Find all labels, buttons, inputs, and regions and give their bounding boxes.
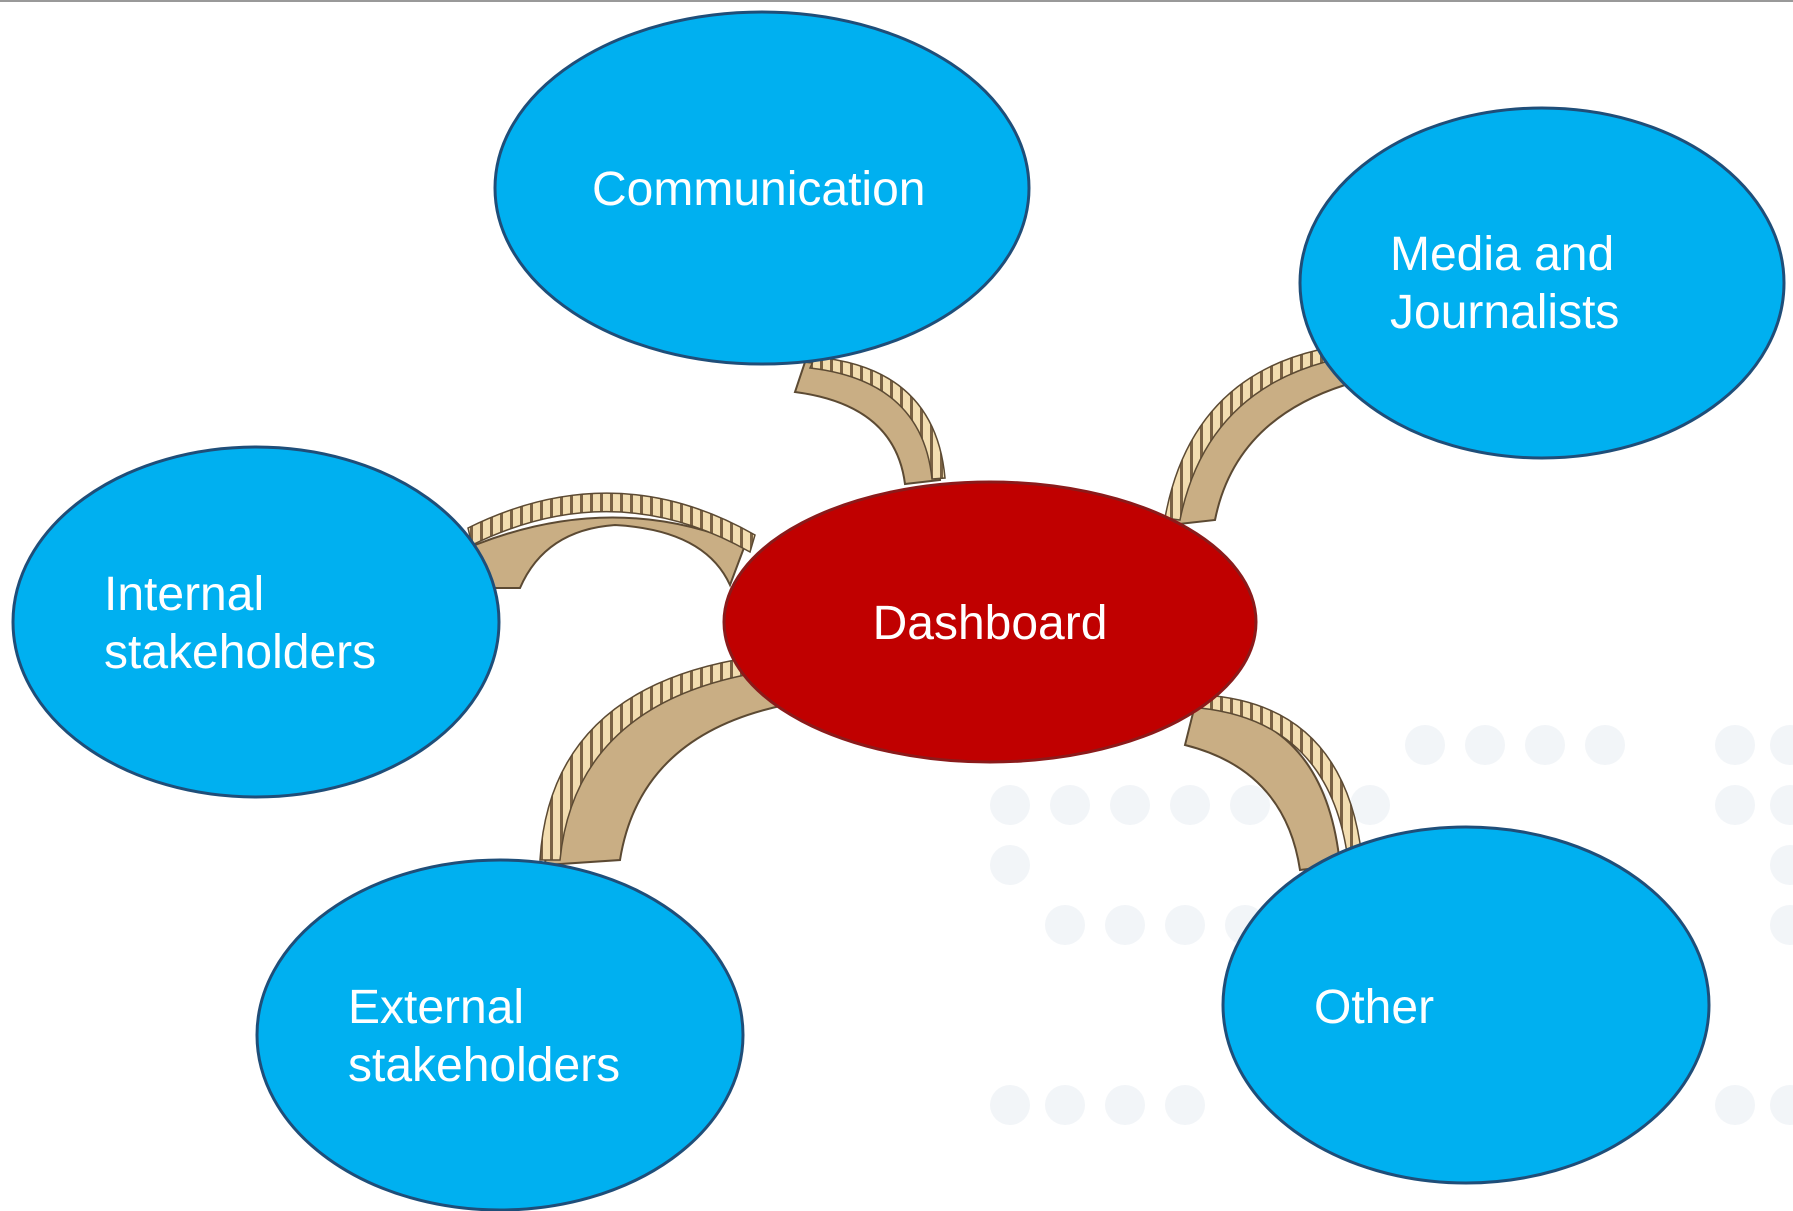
background-dot [1230,785,1270,825]
background-dot [1465,725,1505,765]
background-dot [1045,1085,1085,1125]
background-dot [1770,905,1793,945]
node-media-label-line-2: Journalists [1390,286,1619,339]
background-dot [1350,785,1390,825]
background-dot [990,845,1030,885]
node-internal-label-line-2: stakeholders [104,626,376,679]
background-dot [1770,845,1793,885]
hub-dashboard: Dashboard [722,480,1258,764]
background-dot [1715,785,1755,825]
background-dot [1715,725,1755,765]
bridge-to-media [1164,349,1347,527]
svg-text:External: External [348,981,524,1034]
background-dot [1110,785,1150,825]
background-dot [1770,725,1793,765]
svg-text:stakeholders: stakeholders [104,626,376,679]
node-external-label-line-1: External [348,981,524,1034]
svg-text:Dashboard: Dashboard [873,597,1108,650]
background-dot [1170,785,1210,825]
background-dot [1165,1085,1205,1125]
bridge-to-external [539,659,788,867]
node-other-label: Other [1314,981,1434,1034]
background-dots [990,725,1793,1125]
node-internal-label-line-1: Internal [104,568,264,621]
node-media-label-line-1: Media and [1390,228,1614,281]
node-communication-label: Communication [592,163,925,216]
background-dot [1715,1085,1755,1125]
background-dot [1525,725,1565,765]
node-internal-stakeholders: Internal stakeholders [11,445,501,799]
background-dot [1050,785,1090,825]
background-dot [1585,725,1625,765]
node-external-label-line-2: stakeholders [348,1039,620,1092]
bridge-connectors [467,349,1363,872]
background-dot [1770,785,1793,825]
background-dot [990,785,1030,825]
hub-dashboard-label: Dashboard [873,597,1108,650]
svg-text:Journalists: Journalists [1390,286,1619,339]
background-dot [1105,1085,1145,1125]
node-communication: Communication [493,10,1031,366]
background-dot [1405,725,1445,765]
svg-text:Communication: Communication [592,163,925,216]
bridge-to-communication [793,356,946,486]
background-dot [1045,905,1085,945]
background-dot [1770,1085,1793,1125]
node-external-stakeholders: External stakeholders [255,858,745,1211]
node-media-and-journalists: Media and Journalists [1298,106,1786,460]
background-dot [1105,905,1145,945]
background-dot [1165,905,1205,945]
bridge-to-internal [467,492,756,589]
bridge-to-other [1183,694,1363,872]
node-other: Other [1221,825,1711,1185]
svg-text:Internal: Internal [104,568,264,621]
svg-text:Media and: Media and [1390,228,1614,281]
background-dot [990,1085,1030,1125]
svg-text:stakeholders: stakeholders [348,1039,620,1092]
svg-text:Other: Other [1314,981,1434,1034]
